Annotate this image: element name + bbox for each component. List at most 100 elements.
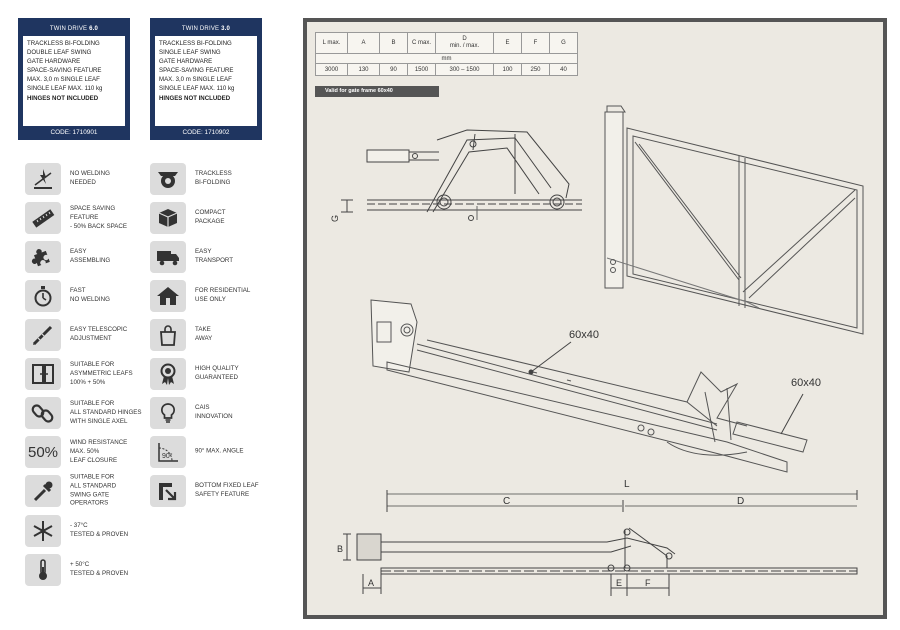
technical-drawing-panel: L max. A B C max. D min. / max. E F G mm…: [303, 18, 887, 619]
puzzle-icon: [25, 241, 61, 273]
house-icon: [150, 280, 186, 312]
product-code: CODE: 1710902: [150, 126, 262, 140]
card-line: SINGLE LEAF MAX. 110 kg: [27, 85, 103, 93]
trackless-wheel-icon: [150, 163, 186, 195]
spec-value: 90: [379, 63, 408, 76]
card-line: SINGLE LEAF SWING: [159, 49, 221, 57]
card-line: GATE HARDWARE: [159, 58, 213, 66]
spec-value: 300 – 1500: [435, 63, 494, 76]
dimension-label-d: D: [737, 496, 744, 507]
truck-icon: [150, 241, 186, 273]
spec-value: 130: [347, 63, 380, 76]
card-line: GATE HARDWARE: [27, 58, 81, 66]
profile-label-60x40: 60x40: [569, 329, 599, 341]
lightbulb-icon: [150, 397, 186, 429]
card-line: MAX. 3,0 m SINGLE LEAF: [159, 76, 232, 84]
card-line: SPACE-SAVING FEATURE: [27, 67, 102, 75]
dimension-spec-table: L max. A B C max. D min. / max. E F G mm…: [315, 32, 578, 76]
dimension-label-f: F: [645, 578, 651, 588]
arm-perspective-view: [370, 299, 808, 473]
dimension-label-b: B: [337, 544, 343, 554]
gate-hardware-drawing: G: [330, 105, 864, 596]
product-card-twin-drive-6: TWIN DRIVE 6.0 TRACKLESS BI-FOLDING DOUB…: [18, 18, 130, 140]
product-code: CODE: 1710901: [18, 126, 130, 140]
card-title: TWIN DRIVE 3.0: [155, 23, 257, 36]
card-line: SINGLE LEAF MAX. 110 kg: [159, 85, 235, 93]
dimension-label-l: L: [624, 479, 630, 490]
award-ribbon-icon: [150, 358, 186, 390]
card-line: TRACKLESS BI-FOLDING: [159, 40, 232, 47]
stopwatch-icon: [25, 280, 61, 312]
profile-label-60x40: 60x40: [791, 377, 821, 389]
snowflake-icon: [25, 515, 61, 547]
telescopic-icon: [25, 319, 61, 351]
dimension-label-g: G: [330, 215, 340, 222]
card-line: SPACE-SAVING FEATURE: [159, 67, 234, 75]
wind-percent-icon: 50%: [25, 436, 61, 468]
frame-validity-note: Valid for gate frame 60x40: [315, 86, 439, 97]
hinge-mechanism-side-view: [341, 129, 582, 221]
product-card-twin-drive-3: TWIN DRIVE 3.0 TRACKLESS BI-FOLDING SING…: [150, 18, 262, 140]
asymmetric-leaf-icon: [25, 358, 61, 390]
no-welding-icon: [25, 163, 61, 195]
angle-90-icon: 90°: [150, 436, 186, 468]
card-line: DOUBLE LEAF SWING: [27, 49, 92, 57]
ruler-icon: [25, 202, 61, 234]
angle-label: 90°: [162, 452, 173, 460]
spec-value: 1500: [407, 63, 436, 76]
bag-icon: [150, 319, 186, 351]
dropper-icon: [25, 475, 61, 507]
chain-link-icon: [25, 397, 61, 429]
gate-perspective-view: [604, 105, 864, 335]
bottom-leaf-icon: [150, 475, 186, 507]
dimension-label-e: E: [616, 578, 622, 588]
card-warning: HINGES NOT INCLUDED: [27, 94, 99, 102]
feature-label: 90° MAX. ANGLE: [195, 447, 244, 455]
dimension-label-c: C: [503, 496, 510, 507]
spec-value: 40: [549, 63, 578, 76]
card-line: MAX. 3,0 m SINGLE LEAF: [27, 76, 100, 84]
card-line: TRACKLESS BI-FOLDING: [27, 40, 100, 47]
card-title: TWIN DRIVE 6.0: [23, 23, 125, 36]
plan-view-dimensions: [343, 490, 858, 596]
feature-max-angle: 90° 90° MAX. ANGLE: [150, 436, 280, 468]
dimension-label-a: A: [368, 578, 374, 588]
thermometer-icon: [25, 554, 61, 586]
